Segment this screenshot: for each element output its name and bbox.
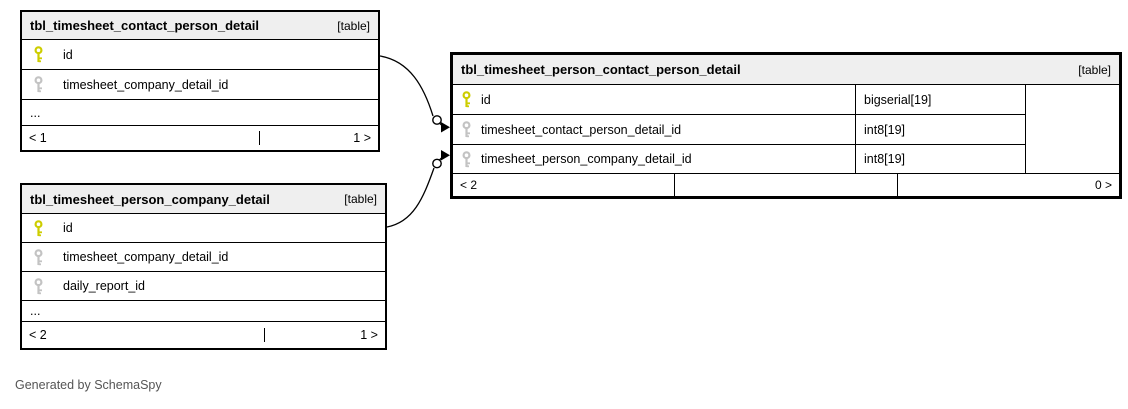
column-name: id <box>63 221 73 235</box>
related-parents-indicator: < 2 <box>29 328 47 342</box>
relationship-arrowhead <box>441 122 450 133</box>
table-type-badge: [table] <box>337 18 370 33</box>
column-row: id <box>453 85 855 115</box>
column-row: timesheet_company_detail_id <box>22 70 378 100</box>
primary-key-icon <box>33 219 44 237</box>
table-node-tbl-timesheet-contact-person-detail: tbl_timesheet_contact_person_detail [tab… <box>20 10 380 152</box>
foreign-key-icon <box>461 121 472 138</box>
table-header: tbl_timesheet_person_contact_person_deta… <box>453 55 1119 85</box>
related-children-indicator: 1 > <box>259 131 378 145</box>
table-header: tbl_timesheet_contact_person_detail [tab… <box>22 12 378 40</box>
column-name: id <box>481 92 491 107</box>
related-parents-indicator: < 1 <box>29 131 47 145</box>
column-row: daily_report_id <box>22 272 385 301</box>
column-name: timesheet_person_company_detail_id <box>481 152 692 166</box>
generated-by-caption: Generated by SchemaSpy <box>15 378 162 392</box>
column-name: id <box>63 47 73 62</box>
related-parents-indicator: < 2 <box>460 178 478 192</box>
table-body: id bigserial[19] timesheet_contact_perso… <box>453 85 1119 174</box>
ellipsis-label: ... <box>30 105 41 120</box>
table-footer: < 1 1 > <box>22 126 378 150</box>
related-children-indicator: 1 > <box>263 328 385 342</box>
column-name: timesheet_company_detail_id <box>63 77 229 92</box>
table-header: tbl_timesheet_person_company_detail [tab… <box>22 185 385 214</box>
ellipsis-label: ... <box>30 304 41 318</box>
ellipsis-row: ... <box>22 301 385 322</box>
footer-spacer <box>674 174 896 196</box>
column-type: int8[19] <box>855 145 1025 174</box>
table-node-tbl-timesheet-person-contact-person-detail: tbl_timesheet_person_contact_person_deta… <box>450 52 1122 199</box>
relationship-line-contact-person <box>379 55 450 133</box>
foreign-key-icon <box>33 76 44 93</box>
table-type-badge: [table] <box>344 192 377 206</box>
column-name: timesheet_contact_person_detail_id <box>481 122 682 137</box>
table-title[interactable]: tbl_timesheet_contact_person_detail <box>30 18 260 33</box>
table-title[interactable]: tbl_timesheet_person_contact_person_deta… <box>461 62 741 77</box>
column-row: id <box>22 40 378 70</box>
table-footer: < 2 0 > <box>453 174 1119 196</box>
primary-key-icon <box>461 91 472 108</box>
relationship-endpoint-circle <box>432 158 442 169</box>
related-children-indicator: 0 > <box>896 174 1119 196</box>
column-type: int8[19] <box>855 115 1025 145</box>
empty-cell <box>1025 85 1119 174</box>
relationship-line-person-company <box>386 150 450 228</box>
relationship-endpoint-circle <box>432 115 442 125</box>
column-row: timesheet_contact_person_detail_id <box>453 115 855 145</box>
table-type-badge: [table] <box>1078 62 1111 77</box>
column-row: id <box>22 214 385 243</box>
foreign-key-icon <box>33 248 44 266</box>
column-row: timesheet_person_company_detail_id <box>453 145 855 174</box>
column-name: timesheet_company_detail_id <box>63 250 229 264</box>
table-title[interactable]: tbl_timesheet_person_company_detail <box>30 191 270 207</box>
ellipsis-row: ... <box>22 100 378 126</box>
table-node-tbl-timesheet-person-company-detail: tbl_timesheet_person_company_detail [tab… <box>20 183 387 350</box>
column-name: daily_report_id <box>63 279 145 293</box>
column-row: timesheet_company_detail_id <box>22 243 385 272</box>
foreign-key-icon <box>33 277 44 295</box>
primary-key-icon <box>33 46 44 63</box>
table-footer: < 2 1 > <box>22 322 385 348</box>
foreign-key-icon <box>461 150 472 168</box>
column-type: bigserial[19] <box>855 85 1025 115</box>
relationship-arrowhead <box>441 150 450 161</box>
